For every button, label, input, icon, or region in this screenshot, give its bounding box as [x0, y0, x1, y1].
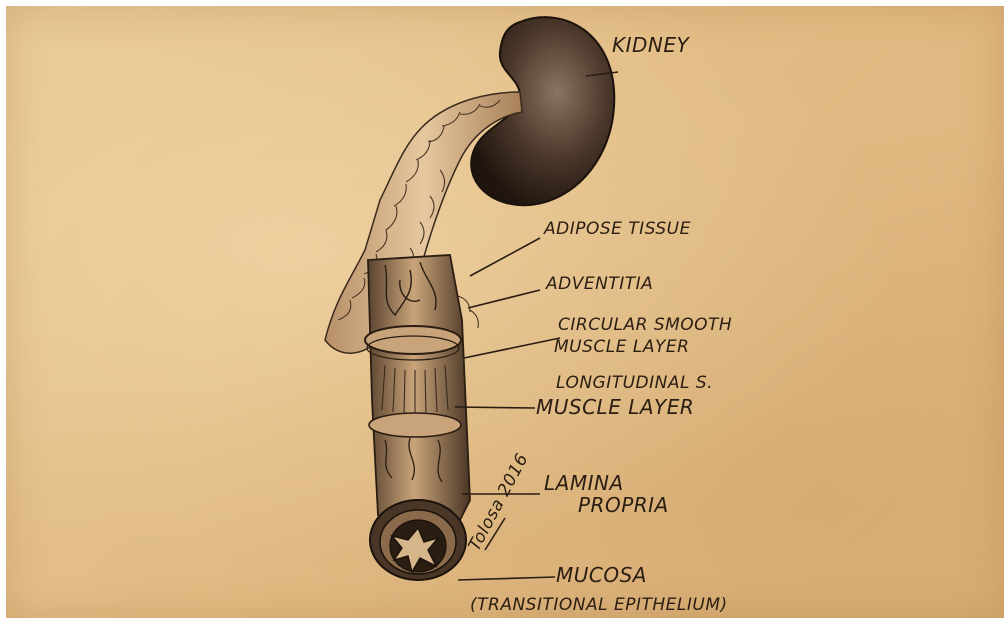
- adipose-leader: [470, 238, 540, 276]
- artist-signature: Tolosa 2016: [465, 450, 533, 554]
- longitudinal-leader: [455, 407, 535, 408]
- label-kidney: KIDNEY: [612, 33, 691, 57]
- adventitia-leader: [468, 290, 540, 308]
- label-propria: PROPRIA: [578, 493, 669, 517]
- label-mucosa: MUCOSA: [556, 563, 647, 587]
- label-circular-line1: CIRCULAR SMOOTH: [558, 315, 732, 335]
- label-longitudinal-line1: LONGITUDINAL S.: [556, 373, 713, 393]
- lamina-propria-ring: [369, 413, 461, 437]
- mucosa-leader: [458, 577, 555, 580]
- label-transitional-epithelium: (TRANSITIONAL EPITHELIUM): [470, 595, 728, 615]
- circular-leader: [464, 338, 560, 358]
- label-longitudinal-line2: MUSCLE LAYER: [536, 395, 694, 419]
- label-adipose-tissue: ADIPOSE TISSUE: [543, 219, 691, 239]
- label-lamina: LAMINA: [544, 471, 624, 495]
- label-adventitia: ADVENTITIA: [545, 274, 653, 294]
- label-circular-line2: MUSCLE LAYER: [554, 337, 689, 357]
